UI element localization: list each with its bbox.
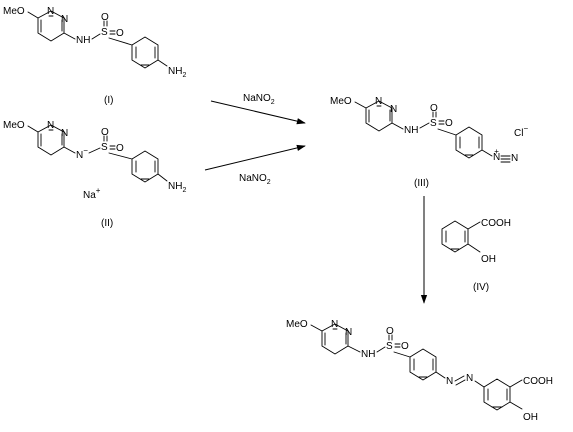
compound-3-label: (III) — [414, 178, 429, 189]
reagent-2-formula: NaNO — [239, 173, 267, 184]
methoxy-group-5: MeO — [286, 319, 308, 330]
methoxy-group-1: MeO — [3, 6, 25, 17]
sulfonamide-n-2-charge: − — [83, 146, 88, 155]
sulfonyl-oxygen-2b: O — [116, 143, 124, 154]
compound-4-label: (IV) — [473, 282, 489, 293]
amino-nh-1: NH — [168, 66, 182, 77]
compound-1-structure: MeO N N NH S O O NH2 — [3, 6, 186, 79]
sulfonamide-nh-1: NH — [76, 35, 90, 46]
ring-nitrogen-3a: N — [375, 96, 382, 107]
chloride-symbol: Cl — [514, 128, 523, 139]
sulfonamide-nh-5: NH — [361, 349, 375, 360]
sulfonyl-oxygen-1b: O — [116, 28, 124, 39]
carboxylic-acid-4: COOH — [481, 218, 511, 229]
reagent-1: NaNO2 — [243, 93, 275, 106]
sodium-charge: + — [96, 186, 101, 195]
reagent-2-subscript: 2 — [267, 179, 271, 186]
chloride-charge: − — [523, 124, 528, 133]
ring-nitrogen-5b: N — [345, 327, 352, 338]
sulfur-atom-2: S — [101, 142, 108, 153]
ring-nitrogen-3b: N — [390, 104, 397, 115]
azo-nitrogen-b: N — [466, 373, 473, 384]
sulfonamide-n-2: N− — [76, 146, 88, 161]
carboxylic-acid-5: COOH — [523, 376, 553, 387]
reagent-1-formula: NaNO — [243, 93, 271, 104]
ring-nitrogen-1b: N — [61, 14, 68, 25]
reagent-2: NaNO2 — [239, 173, 271, 186]
amino-subscript-1: 2 — [182, 72, 186, 79]
reagent-1-subscript: 2 — [271, 99, 275, 106]
sodium-symbol: Na — [83, 190, 96, 201]
amino-subscript-2: 2 — [182, 187, 186, 194]
methoxy-group-3: MeO — [330, 96, 352, 107]
hydroxyl-5: OH — [523, 412, 538, 423]
sulfonyl-oxygen-5a: O — [386, 326, 394, 337]
sulfur-atom-3: S — [430, 118, 437, 129]
sulfonyl-oxygen-2a: O — [101, 127, 109, 138]
diazonium-charge: + — [494, 147, 499, 156]
diazonium-n-plus: N+ — [493, 147, 500, 163]
ring-nitrogen-1a: N — [47, 6, 54, 17]
sulfonamide-n-2-symbol: N — [76, 150, 83, 161]
compound-4-structure: COOH OH — [441, 218, 511, 265]
compound-2-structure: MeO N N N− S O O NH2 Na+ — [3, 120, 186, 201]
ring-nitrogen-5a: N — [331, 319, 338, 330]
sulfonyl-oxygen-3b: O — [445, 118, 453, 129]
hydroxyl-4: OH — [481, 254, 496, 265]
amino-group-2: NH2 — [168, 181, 186, 194]
amino-group-1: NH2 — [168, 66, 186, 79]
sodium-counterion: Na+ — [83, 186, 101, 201]
ring-nitrogen-2a: N — [47, 120, 54, 131]
sulfonyl-oxygen-5b: O — [401, 341, 409, 352]
ring-nitrogen-2b: N — [61, 128, 68, 139]
sulfonyl-oxygen-3a: O — [430, 103, 438, 114]
compound-1-label: (I) — [104, 95, 113, 106]
chloride-counterion: Cl− — [514, 124, 528, 139]
sulfur-atom-1: S — [101, 27, 108, 38]
sulfonamide-nh-3: NH — [404, 125, 418, 136]
azo-nitrogen-a: N — [446, 376, 453, 387]
sulfonyl-oxygen-1a: O — [101, 12, 109, 23]
diazonium-n1-symbol: N — [493, 152, 500, 163]
amino-nh-2: NH — [168, 181, 182, 192]
sulfur-atom-5: S — [386, 341, 393, 352]
methoxy-group-2: MeO — [3, 120, 25, 131]
azo-product-structure: MeO N N NH S O O N N COOH OH — [286, 319, 553, 423]
reaction-arrow-1 — [210, 100, 306, 125]
reaction-arrow-2 — [204, 144, 306, 171]
compound-2-label: (II) — [101, 218, 113, 229]
diazonium-n2: N — [511, 153, 518, 164]
compound-3-structure: MeO N N NH S O O N+ N Cl− — [330, 96, 528, 164]
